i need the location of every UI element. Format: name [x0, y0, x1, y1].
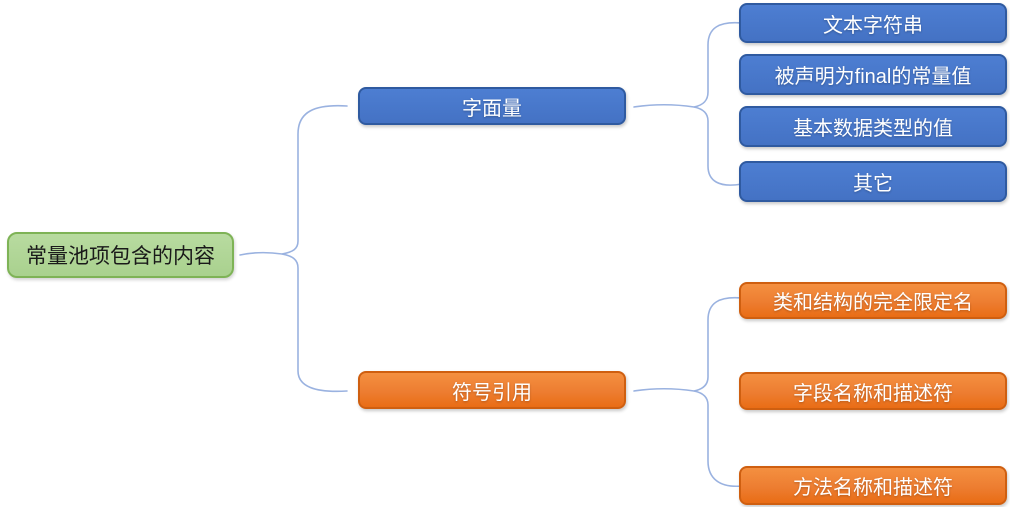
node-leaf-method-name-descriptor[interactable]: 方法名称和描述符	[739, 466, 1007, 505]
literal-brace-connector	[693, 21, 743, 186]
node-leaf-final-constant-value[interactable]: 被声明为final的常量值	[739, 54, 1007, 95]
node-root-constant-pool-contents[interactable]: 常量池项包含的内容	[7, 232, 234, 278]
node-leaf-text-string[interactable]: 文本字符串	[739, 3, 1007, 43]
node-leaf-field-name-descriptor[interactable]: 字段名称和描述符	[739, 372, 1007, 410]
root-brace-connector	[281, 104, 348, 393]
node-leaf-other[interactable]: 其它	[739, 161, 1007, 202]
node-leaf-class-fully-qualified-name[interactable]: 类和结构的完全限定名	[739, 282, 1007, 319]
symbolic-brace-connector	[693, 296, 743, 487]
root-branch-stem	[239, 251, 283, 256]
node-leaf-primitive-type-value[interactable]: 基本数据类型的值	[739, 106, 1007, 147]
literal-branch-stem	[633, 103, 695, 108]
node-branch-literal[interactable]: 字面量	[358, 87, 626, 125]
symbolic-branch-stem	[633, 387, 695, 392]
node-branch-symbolic-reference[interactable]: 符号引用	[358, 371, 626, 409]
